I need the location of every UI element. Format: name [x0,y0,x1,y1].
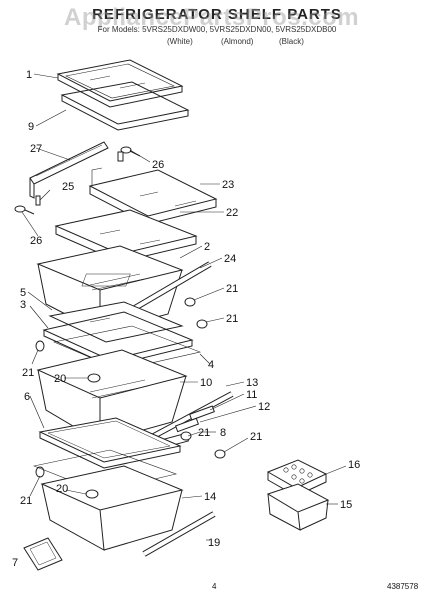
part-15-bin [266,483,330,531]
callout-8: 8 [220,427,226,439]
part-21-clip-a [184,297,196,307]
callout-10: 10 [200,377,212,389]
part-11-bracket [189,405,215,421]
callout-22: 22 [226,207,238,219]
part-21-clip-f [35,466,45,478]
part-20-handle-b [85,489,99,499]
variant-almond: (Almond) [221,37,254,46]
part-7-label-plate [23,537,63,571]
part-26-screw-lower [14,205,35,215]
callout-12: 12 [258,401,270,413]
part-19-rod [142,511,216,557]
callout-20-a: 20 [54,373,66,385]
callout-26-lower: 26 [30,235,42,247]
callout-21-c: 21 [22,367,34,379]
callout-20-b: 20 [56,483,68,495]
callout-23: 23 [222,179,234,191]
callout-21-b: 21 [226,313,238,325]
part-21-clip-c [35,340,45,352]
callout-4: 4 [208,359,214,371]
callout-26-upper: 26 [152,159,164,171]
callout-21-f: 21 [20,495,32,507]
callout-21-d: 21 [198,427,210,439]
variant-white: (White) [167,37,193,46]
callout-19: 19 [208,537,220,549]
callout-25: 25 [62,181,74,193]
callout-21-e: 21 [250,431,262,443]
callout-7: 7 [12,557,18,569]
watermark: AppliancePartsPros.com [64,4,360,31]
callout-16: 16 [348,459,360,471]
page-number: 4 [212,582,217,591]
part-27-rail [29,141,109,199]
part-24-rod [126,261,212,315]
page-title: REFRIGERATOR SHELF PARTS [92,6,342,23]
callout-5: 5 [20,287,26,299]
models-line: For Models: 5VRS25DXDW00, 5VRS25DXDN00, … [97,25,337,34]
leader-lines [21,73,347,541]
part-21-clip-b [196,319,208,329]
part-12-bracket [174,417,200,433]
part-5-glass-cover [48,301,184,343]
part-6-cover-frame [38,417,182,469]
callout-6: 6 [24,391,30,403]
part-9-shelf-frame [60,81,190,131]
callout-15: 15 [340,499,352,511]
part-25-clip [35,195,41,206]
callout-27: 27 [30,143,42,155]
callout-numbers: 1 9 27 26 25 26 23 22 2 24 5 3 21 21 4 2… [12,69,360,569]
part-1-glass-shelf [56,59,184,108]
part-21-clip-e [214,449,226,459]
callout-2: 2 [204,241,210,253]
callout-13: 13 [246,377,258,389]
document-number: 4387578 [387,582,419,591]
callout-9: 9 [28,121,34,133]
part-14-meat-pan [40,465,184,551]
part-26-screw-upper [120,146,141,157]
callout-14: 14 [204,491,216,503]
part-21-clip-d [180,431,192,441]
part-26-clip [117,151,124,162]
callout-11: 11 [246,389,257,401]
callout-1: 1 [26,69,32,81]
header: REFRIGERATOR SHELF PARTS [0,6,434,23]
variant-black: (Black) [279,37,304,46]
callout-3: 3 [20,299,26,311]
callout-24: 24 [224,253,236,265]
part-20-handle-a [87,373,101,383]
callout-21-a: 21 [226,283,238,295]
